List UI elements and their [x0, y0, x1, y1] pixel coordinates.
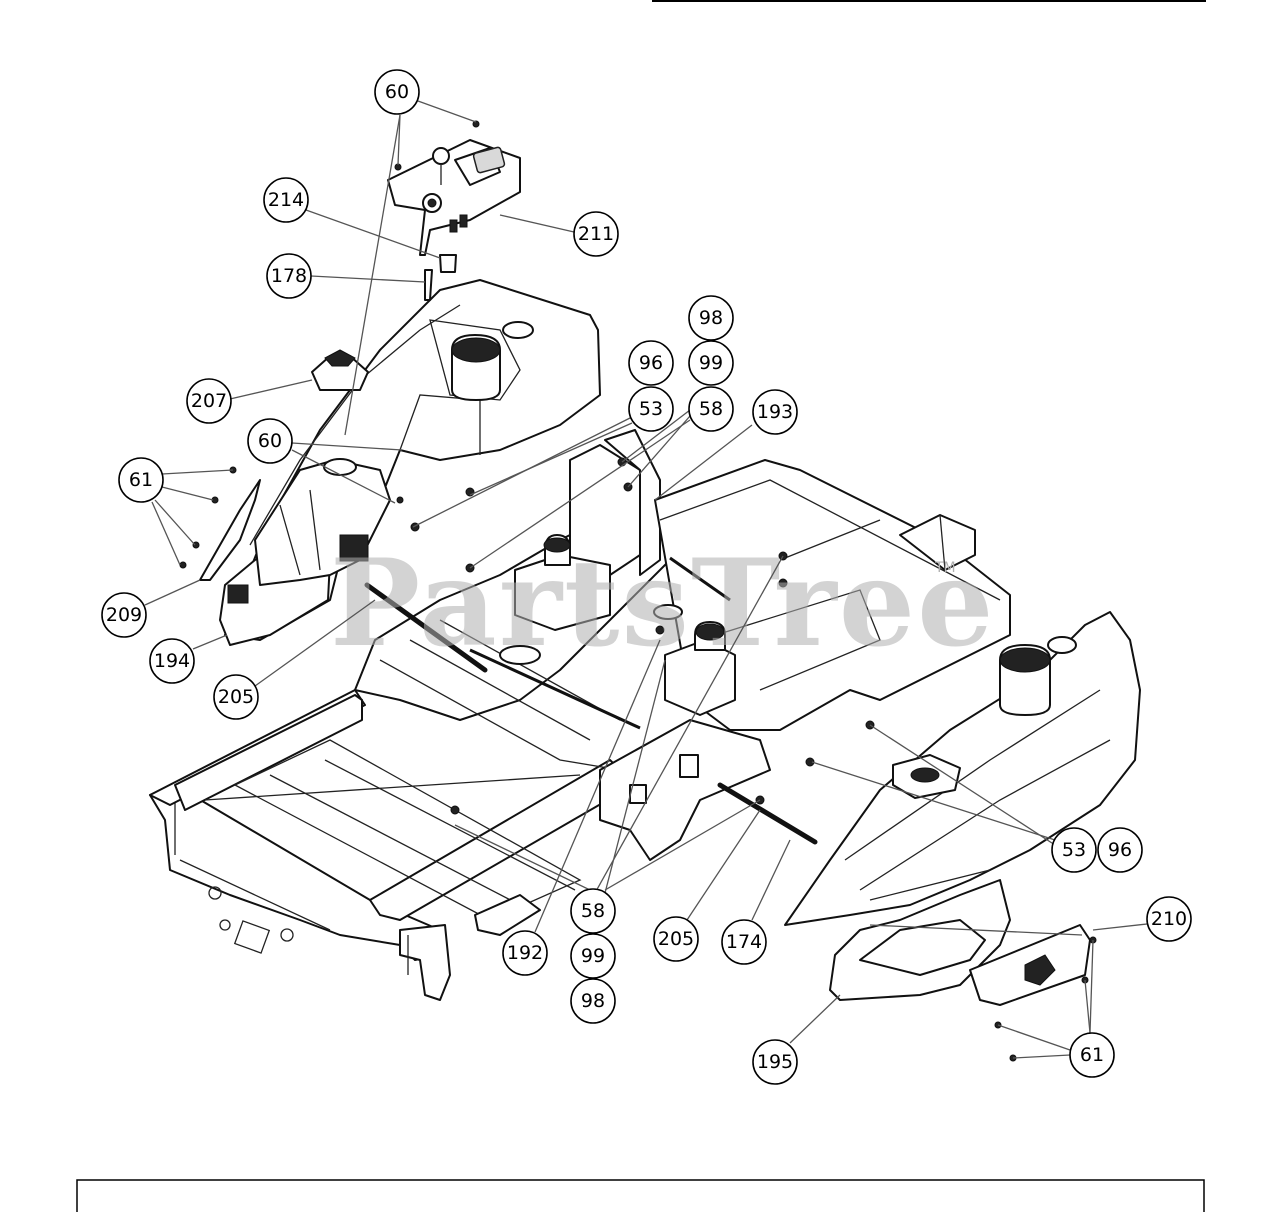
svg-text:99: 99	[699, 352, 723, 374]
callout-96-right: 96	[1097, 827, 1143, 873]
svg-text:60: 60	[258, 430, 282, 452]
callout-193: 193	[752, 389, 798, 435]
left-fender	[199, 279, 601, 646]
callout-58-bottom: 58	[570, 888, 616, 934]
callout-96-top: 96	[628, 340, 674, 386]
callout-205-bottom: 205	[653, 916, 699, 962]
callout-214: 214	[263, 177, 309, 223]
callout-205-left: 205	[213, 674, 259, 720]
svg-text:211: 211	[578, 223, 614, 245]
svg-text:99: 99	[581, 945, 605, 967]
callout-60-mid: 60	[247, 418, 293, 464]
svg-text:53: 53	[639, 398, 663, 420]
svg-text:58: 58	[581, 900, 605, 922]
svg-text:209: 209	[106, 604, 142, 626]
control-panel	[387, 139, 521, 301]
transaxle-tanks	[499, 534, 736, 716]
svg-text:194: 194	[154, 650, 190, 672]
callout-53-top: 53	[628, 386, 674, 432]
leader-lines	[144, 100, 1148, 1059]
svg-text:207: 207	[191, 390, 227, 412]
callout-58-top: 58	[688, 386, 734, 432]
svg-text:96: 96	[1108, 839, 1132, 861]
svg-text:174: 174	[726, 931, 762, 953]
svg-text:60: 60	[385, 81, 409, 103]
svg-text:210: 210	[1151, 908, 1187, 930]
rods	[364, 556, 818, 845]
watermark-trademark: TM	[934, 560, 956, 576]
callout-53-right: 53	[1051, 827, 1097, 873]
callout-192: 192	[502, 930, 548, 976]
right-fender	[784, 611, 1141, 1006]
callout-61-left: 61	[118, 457, 164, 503]
callout-211: 211	[573, 211, 619, 257]
callout-98-top: 98	[688, 295, 734, 341]
svg-text:192: 192	[507, 942, 543, 964]
svg-text:214: 214	[268, 189, 304, 211]
bottom-frame	[76, 1179, 1205, 1212]
svg-text:178: 178	[271, 265, 307, 287]
main-frame	[149, 429, 1011, 1001]
svg-text:205: 205	[218, 686, 254, 708]
svg-text:58: 58	[699, 398, 723, 420]
watermark-text: PartsTree	[330, 533, 995, 674]
callout-209: 209	[101, 592, 147, 638]
svg-text:195: 195	[757, 1051, 793, 1073]
svg-text:96: 96	[639, 352, 663, 374]
svg-text:61: 61	[1080, 1044, 1104, 1066]
callout-195: 195	[752, 1039, 798, 1085]
callout-194: 194	[149, 638, 195, 684]
svg-text:205: 205	[658, 928, 694, 950]
callout-60-top: 60	[374, 69, 420, 115]
callouts: 60 214 211 178 207 60 61 209 194 205 98 …	[101, 69, 1192, 1085]
callout-98-bottom: 98	[570, 978, 616, 1024]
callout-61-right: 61	[1069, 1032, 1115, 1078]
callout-210: 210	[1146, 896, 1192, 942]
callout-178: 178	[266, 253, 312, 299]
callout-99-bottom: 99	[570, 933, 616, 979]
svg-text:53: 53	[1062, 839, 1086, 861]
callout-99-top: 99	[688, 340, 734, 386]
callout-174: 174	[721, 919, 767, 965]
svg-text:98: 98	[699, 307, 723, 329]
svg-text:61: 61	[129, 469, 153, 491]
callout-207: 207	[186, 378, 232, 424]
svg-text:98: 98	[581, 990, 605, 1012]
svg-text:193: 193	[757, 401, 793, 423]
